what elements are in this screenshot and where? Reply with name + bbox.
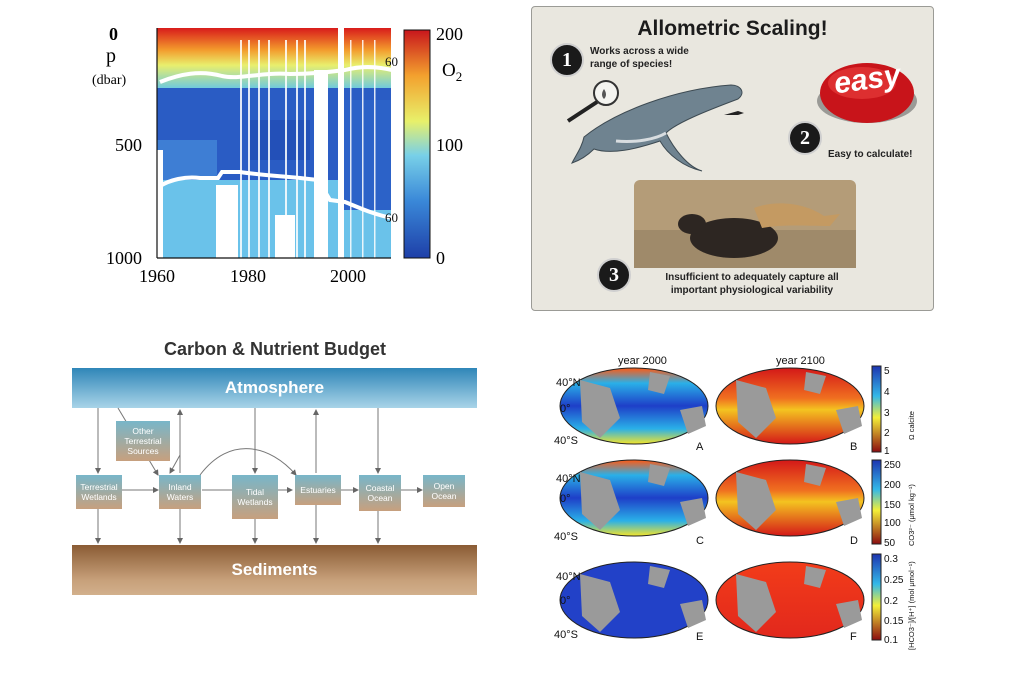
y-axis-unit: (dbar): [92, 73, 127, 88]
contour-label-bottom: 60: [385, 210, 398, 225]
cb1-tick-5: 5: [884, 366, 890, 377]
letter-A: A: [696, 441, 704, 453]
x-tick-1960: 1960: [139, 266, 175, 286]
lat-south-3: 40°S: [554, 629, 578, 641]
allometric-title: Allometric Scaling!: [637, 17, 828, 40]
lat-north-2: 40°N: [556, 473, 581, 485]
letter-D: D: [850, 535, 858, 547]
cb2-tick-100: 100: [884, 518, 901, 529]
colorbar-tick-200: 200: [436, 24, 463, 44]
cb1-tick-2: 2: [884, 428, 890, 439]
carbon-budget-title: Carbon & Nutrient Budget: [164, 339, 386, 359]
map-B: [715, 367, 865, 445]
lat-south-1: 40°S: [554, 435, 578, 447]
lat-north-3: 40°N: [556, 571, 581, 583]
o2-colorbar: [403, 29, 431, 259]
x-tick-1980: 1980: [230, 266, 266, 286]
contour-label-top: 60: [385, 54, 398, 69]
section-field: [157, 28, 391, 258]
cb3-tick-0-1: 0.1: [884, 635, 898, 646]
cb2-tick-150: 150: [884, 500, 901, 511]
map-F: [715, 561, 865, 639]
flow-arrows: [95, 407, 423, 544]
easy-button-illustration: [817, 63, 917, 123]
point-2-text: Easy to calculate!: [828, 149, 913, 160]
allometric-scaling-panel: Allometric Scaling! 1 Works across a wid…: [531, 6, 934, 311]
y-tick-1000: 1000: [106, 248, 142, 268]
column-label-2000: year 2000: [618, 355, 667, 367]
letter-F: F: [850, 631, 857, 643]
colorbar-label: O2: [442, 60, 462, 84]
map-D: [715, 459, 865, 537]
carbon-budget-panel: Carbon & Nutrient Budget Atmosphere Sedi…: [70, 335, 480, 600]
magnifier-icon: [593, 80, 619, 106]
map-C: [559, 459, 709, 537]
colorbar-co3: [871, 459, 882, 545]
cb3-tick-0-3: 0.3: [884, 554, 898, 565]
cb1-label: Ω calcite: [907, 411, 916, 440]
cb1-tick-3: 3: [884, 408, 890, 419]
letter-C: C: [696, 535, 704, 547]
x-tick-2000: 2000: [330, 266, 366, 286]
sediments-band: Sediments: [72, 545, 477, 595]
atmosphere-band: Atmosphere: [72, 368, 477, 408]
badge-3: 3: [597, 258, 631, 292]
colorbar-tick-0: 0: [436, 248, 445, 268]
cb3-tick-0-2: 0.2: [884, 596, 898, 607]
point-1-text: Works across a wide range of species!: [590, 46, 689, 70]
letter-E: E: [696, 631, 703, 643]
cb2-label: CO3²⁻ (μmol kg⁻¹): [907, 484, 916, 546]
y-tick-500: 500: [115, 135, 142, 155]
box-estuaries: Estuaries: [295, 475, 341, 505]
badge-2: 2: [788, 121, 822, 155]
maps-figure: 40°N 0° 40°S 40°N 0° 40°S 40°N 0° 40°S A…: [554, 365, 916, 650]
oxygen-section-figure: 60 60 0 500 1000 p (dbar) 1960 1980 2000…: [92, 24, 463, 286]
cb3-tick-0-15: 0.15: [884, 616, 904, 627]
lat-north-1: 40°N: [556, 377, 581, 389]
point-3-text: Insufficient to adequately capture all i…: [665, 272, 839, 296]
map-A: [559, 367, 709, 445]
lat-zero-3: 0°: [560, 595, 571, 607]
lion-buffalo-photo: [634, 180, 856, 268]
cb1-tick-4: 4: [884, 387, 890, 398]
ocean-chemistry-maps-panel: year 2000 year 2100: [540, 350, 920, 670]
lat-zero-1: 0°: [560, 403, 571, 415]
y-tick-0: 0: [109, 24, 118, 44]
lat-south-2: 40°S: [554, 531, 578, 543]
y-axis-label: p: [106, 45, 116, 67]
cb2-tick-50: 50: [884, 538, 896, 549]
colorbar-hco3: [871, 553, 882, 641]
badge-1: 1: [550, 43, 584, 77]
map-E: [559, 561, 709, 639]
cb1-tick-1: 1: [884, 446, 890, 457]
oxygen-section-panel: 60 60 0 500 1000 p (dbar) 1960 1980 2000…: [0, 0, 512, 300]
lat-zero-2: 0°: [560, 493, 571, 505]
o2-60-contours: [158, 65, 393, 220]
column-label-2100: year 2100: [776, 355, 825, 367]
letter-B: B: [850, 441, 857, 453]
cb2-tick-200: 200: [884, 480, 901, 491]
colorbar-omega: [871, 365, 882, 453]
cb3-tick-0-25: 0.25: [884, 575, 904, 586]
whale-illustration: [566, 80, 744, 172]
cb3-label: [HCO3⁻]/[H⁺] (mol μmol⁻¹): [907, 561, 916, 650]
colorbar-tick-100: 100: [436, 135, 463, 155]
cb2-tick-250: 250: [884, 460, 901, 471]
